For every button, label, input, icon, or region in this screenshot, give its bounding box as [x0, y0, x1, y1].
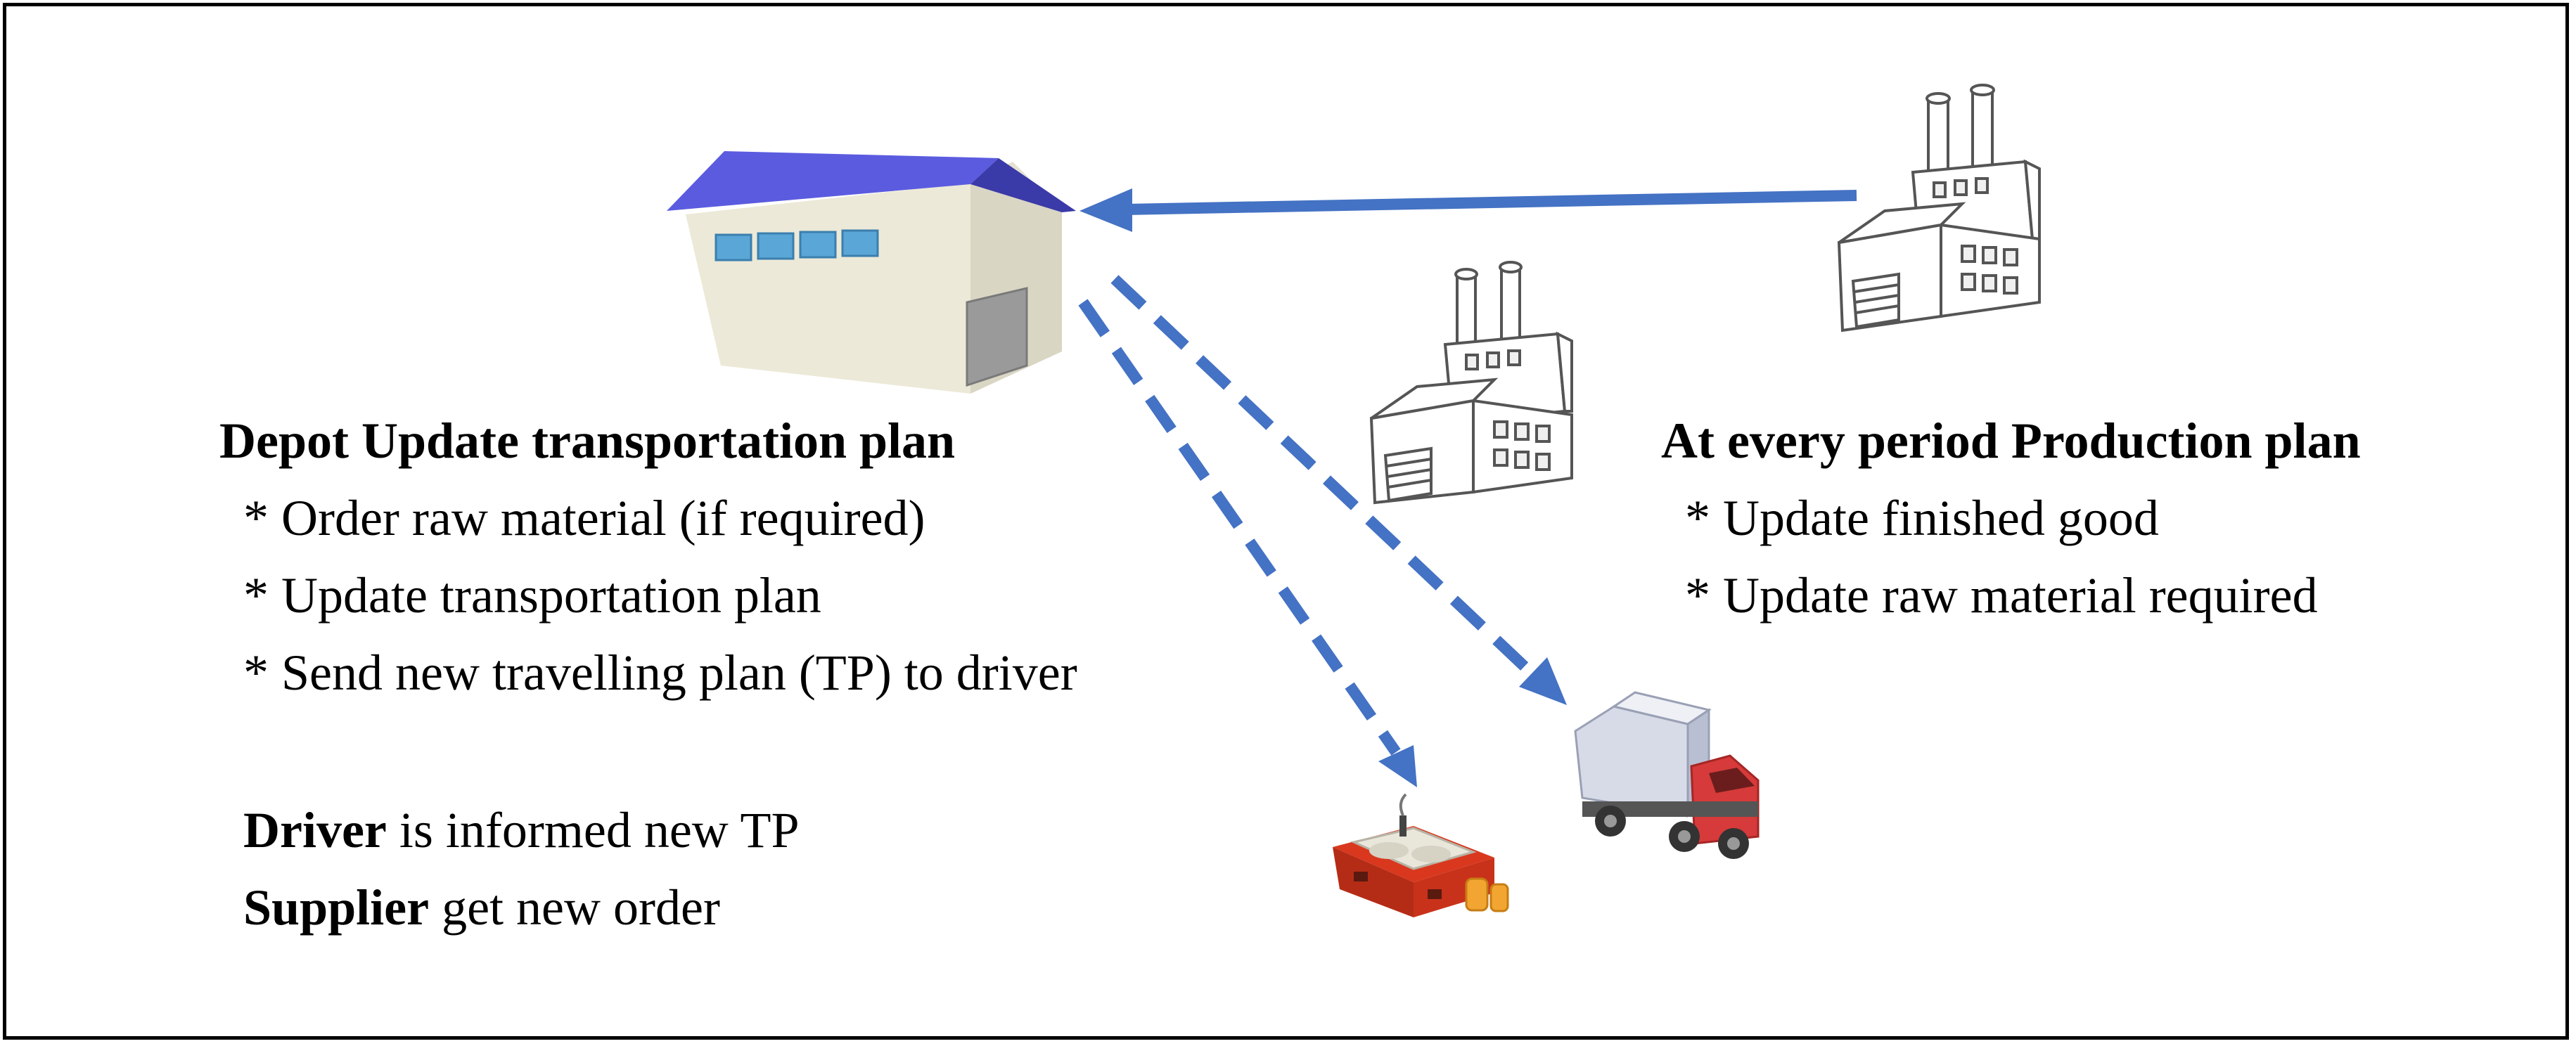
depot-to-truck-arrow	[1110, 275, 1567, 705]
depot-to-supplier-arrow	[1078, 299, 1417, 787]
status-text-block: Driver is informed new TP Supplier get n…	[243, 792, 800, 946]
factory-icon-large	[1837, 84, 2041, 332]
depot-bullet-update: * Update transportation plan	[243, 567, 821, 624]
truck-icon	[1574, 691, 1760, 859]
warehouse-icon	[667, 151, 1076, 394]
factory-icon-small	[1369, 261, 1573, 505]
depot-text-block: Depot Update transportation plan * Order…	[219, 402, 1077, 711]
supplier-icon	[1333, 793, 1509, 917]
production-bullet-raw: * Update raw material required	[1685, 567, 2318, 624]
supplier-label: Supplier	[243, 879, 430, 936]
production-text-block: At every period Production plan * Update…	[1661, 402, 2361, 634]
depot-title: Depot Update transportation plan	[219, 413, 956, 469]
depot-bullet-order: * Order raw material (if required)	[243, 490, 925, 546]
driver-label: Driver	[243, 802, 387, 858]
production-to-depot-arrow	[1079, 188, 1857, 232]
driver-status-line: Driver is informed new TP	[243, 792, 800, 869]
production-bullet-finished: * Update finished good	[1685, 490, 2159, 546]
depot-bullet-send: * Send new travelling plan (TP) to drive…	[243, 645, 1077, 701]
diagram-frame	[3, 3, 2569, 1040]
supplier-status: get new order	[429, 879, 720, 936]
supplier-status-line: Supplier get new order	[243, 869, 800, 946]
production-title: At every period Production plan	[1661, 413, 2361, 469]
driver-status: is informed new TP	[386, 802, 800, 858]
